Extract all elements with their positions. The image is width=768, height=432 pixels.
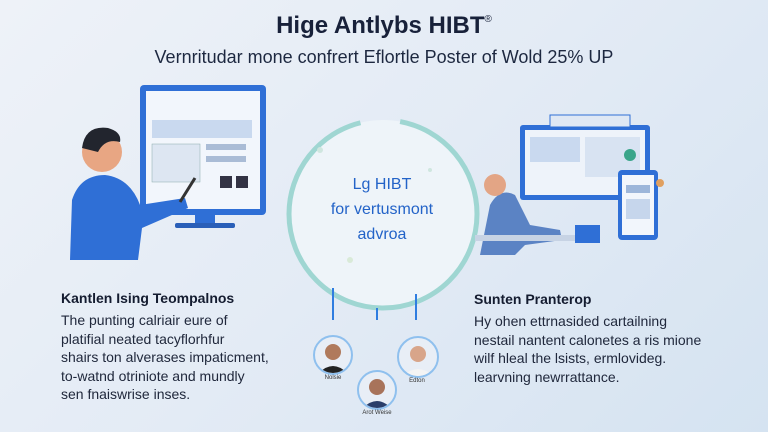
person-name: Nolsie [324,375,342,381]
person-card: Edton [397,336,439,384]
text-line: Hy ohen ettrnasided cartailning [474,313,668,329]
text-line: wilf hleal the lsists, ermlovideg. [474,350,667,366]
left-text-block: Kantlen Ising Teompalnos The punting cal… [61,290,311,404]
person-name: Edton [409,378,425,384]
text-line: learvning newrrattance. [474,368,620,385]
center-line-1: Lg HIBT [352,176,412,193]
person-at-monitor-illustration [70,85,266,260]
text-line: shairs ton alverases impaticment, [61,349,269,365]
center-line-2: for vertusmont [330,201,434,218]
person-with-devices-illustration [475,114,664,255]
left-paragraph: The punting calriair eure of platifial n… [61,311,311,404]
text-line: nestail nantent calonetes a ris mione [474,331,702,348]
avatar [397,336,439,378]
right-paragraph: Hy ohen ettrnasided cartailning nestail … [474,312,764,386]
right-text-block: Sunten Pranterop Hy ohen ettrnasided car… [474,291,764,386]
person-name: Arot Weise [362,410,392,416]
text-line: sen fnaiswrise inses. [61,386,191,402]
title-text: Hige Antlybs HIBT [276,12,485,39]
text-line: The punting calriair eure of [61,312,228,328]
text-line: platifial neated tacyflorhfur [61,330,225,347]
person-card: Arot Weise [357,370,397,416]
text-line: to-watnd otriniote and mundly [61,367,245,384]
center-line-3: advroa [357,226,407,243]
page-subtitle: Vernritudar mone confrert Eflortle Poste… [154,47,614,67]
avatar [313,335,353,375]
left-heading: Kantlen Ising Teompalnos [61,290,235,306]
center-caption: Lg HIBT for vertusmont advroa [292,172,472,247]
central-circle [286,117,480,320]
right-heading: Sunten Pranterop [474,291,592,307]
page-title: Hige Antlybs HIBT® [0,12,768,40]
registered-mark: ® [484,14,492,25]
person-card: Nolsie [313,335,353,381]
avatar [357,370,397,410]
